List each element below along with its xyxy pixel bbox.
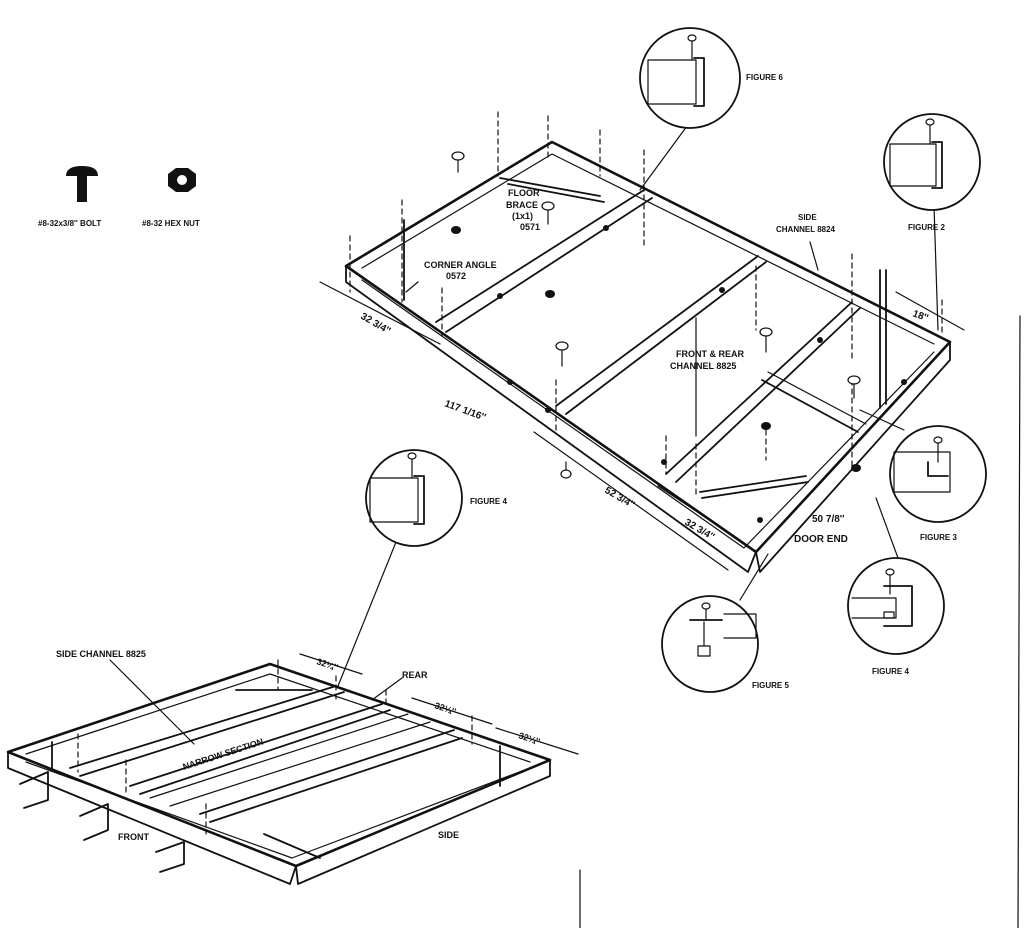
figure-4-right-detail [847, 497, 945, 655]
side-channel-label: CHANNEL 8824 [776, 225, 836, 234]
hex-nut-icon [451, 226, 461, 234]
figure-2-label: FIGURE 2 [908, 223, 945, 232]
door-end-label: DOOR END [794, 534, 848, 545]
hex-nut-icon [545, 290, 555, 298]
dim-c-label: 32¼'' [517, 730, 541, 746]
floor-brace-label: BRACE [506, 200, 538, 210]
side-label: SIDE [438, 830, 459, 840]
dim-overall-label: 117 1/16'' [443, 398, 487, 423]
figure-3-detail [859, 409, 987, 523]
hex-nut-icon [560, 461, 572, 479]
bolt-icon [66, 166, 98, 202]
dim-width-label: 50 7/8'' [812, 514, 845, 525]
bolt-label: #8-32x3/8'' BOLT [38, 219, 101, 228]
figure-3-label: FIGURE 3 [920, 533, 957, 542]
front-rear-channel-label: CHANNEL 8825 [670, 361, 736, 371]
floor-brace-label: FLOOR [508, 188, 540, 198]
bolt-icon [451, 151, 465, 173]
figure-6-label: FIGURE 6 [746, 73, 783, 82]
floor-brace-part: 0571 [520, 222, 540, 232]
figure-5-detail [661, 553, 769, 693]
bolt-icon [555, 341, 569, 367]
upper-floor-frame [319, 111, 965, 573]
lower-floor-frame [6, 653, 579, 885]
floor-brace-label: (1x1) [512, 211, 533, 221]
dim-left-label: 32 3/4'' [359, 311, 393, 337]
corner-angle-label: CORNER ANGLE [424, 260, 497, 270]
hex-nut-icon [168, 168, 196, 192]
front-rear-channel-label: FRONT & REAR [676, 349, 744, 359]
bolt-icon [541, 201, 555, 225]
dim-middle-label: 52 3/4'' [603, 485, 637, 511]
dim-a-label: 32¼'' [315, 656, 339, 672]
front-label: FRONT [118, 832, 149, 842]
dim-b-label: 32¼'' [433, 700, 457, 716]
side-channel-label: SIDE [798, 213, 817, 222]
hex-nut-icon [851, 464, 861, 472]
dim-end-label: 18'' [911, 308, 930, 324]
figure-5-label: FIGURE 5 [752, 681, 789, 690]
figure-4-left-label: FIGURE 4 [470, 497, 507, 506]
figure-4-right-label: FIGURE 4 [872, 667, 909, 676]
figure-4-left-detail [333, 449, 463, 697]
hex-nut-label: #8-32 HEX NUT [142, 219, 200, 228]
bolt-icon [847, 375, 861, 399]
bolt-icon [759, 327, 773, 353]
hex-nut-icon [761, 422, 771, 430]
corner-angle-part: 0572 [446, 271, 466, 281]
rear-label: REAR [402, 670, 428, 680]
figure-2-detail [883, 113, 981, 331]
figure-6-detail [639, 27, 741, 191]
side-channel-8825-label: SIDE CHANNEL 8825 [56, 649, 146, 659]
